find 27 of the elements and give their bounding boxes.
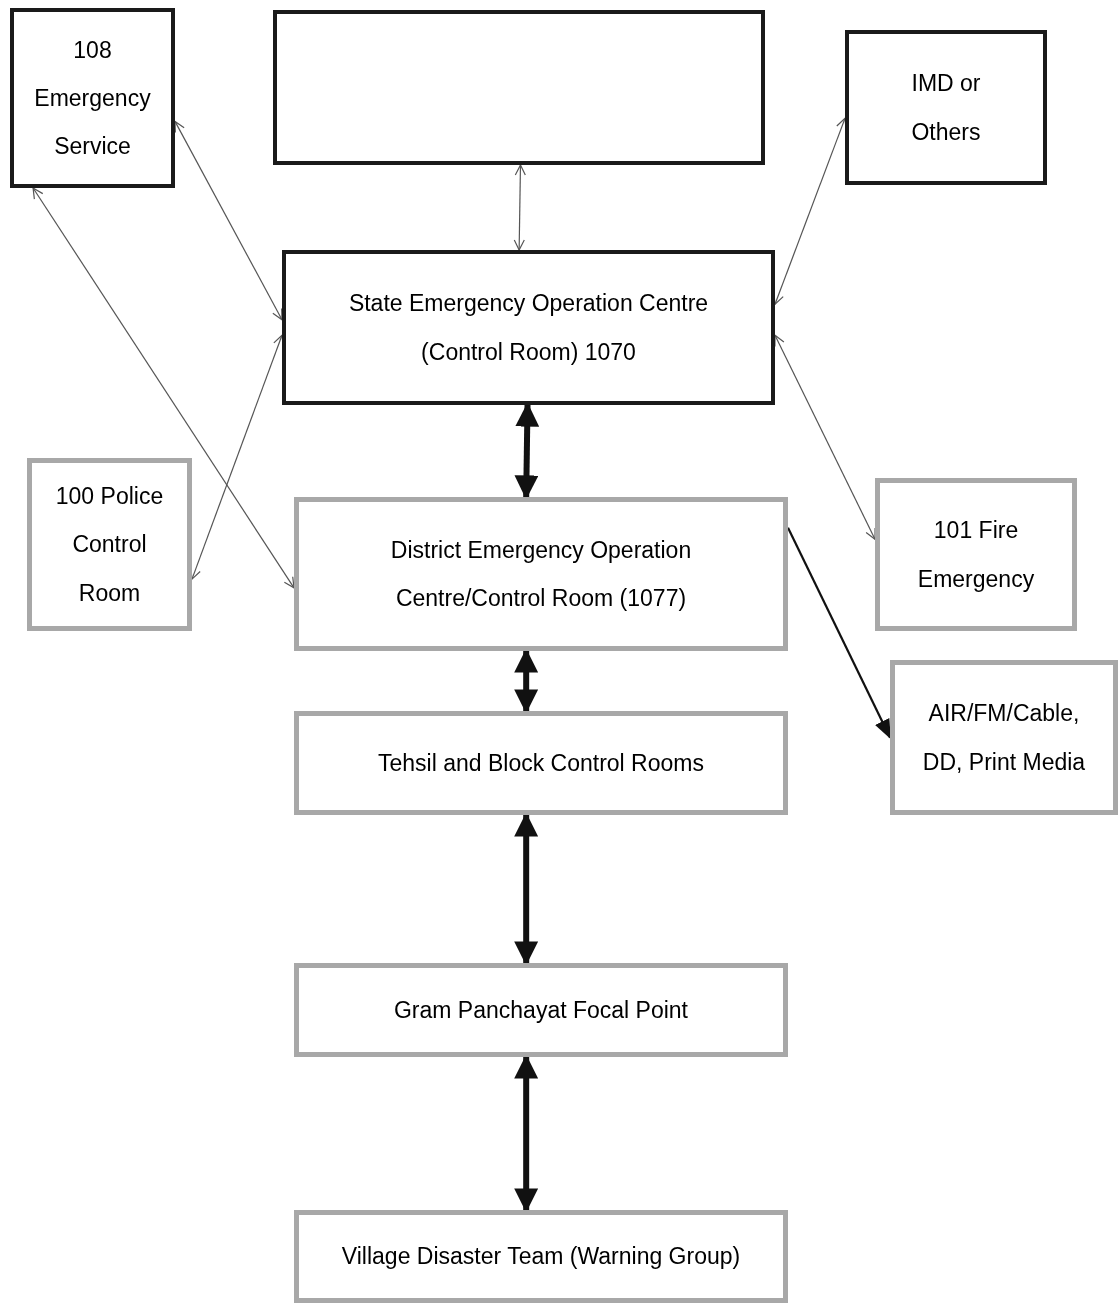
process-box <box>294 1210 788 1303</box>
process-box <box>27 458 192 631</box>
process-box <box>845 30 1047 185</box>
process-box <box>282 250 775 405</box>
process-box <box>875 478 1077 631</box>
box-label: 101 Fire Emergency <box>916 516 1036 594</box>
box-label: 108 Emergency Service <box>33 35 152 162</box>
process-box <box>10 8 175 188</box>
box-label: Gram Panchayat Focal Point <box>394 995 688 1025</box>
box-label: AIR/FM/Cable, DD, Print Media <box>921 699 1087 777</box>
double-arrow <box>190 334 284 580</box>
double-arrow <box>513 164 526 251</box>
process-box <box>890 660 1118 815</box>
process-box <box>294 711 788 815</box>
arrow <box>787 527 891 740</box>
double-arrow <box>32 187 295 589</box>
box-label: State Emergency Operation Centre (Control Room) 1070 <box>347 289 710 367</box>
box-label: IMD or Others <box>910 69 982 147</box>
box-label: 100 Police Control Room <box>54 482 165 608</box>
process-box <box>294 497 788 651</box>
empty-box <box>273 10 765 165</box>
double-arrow <box>774 334 876 540</box>
box-label: District Emergency Operation Centre/Control Room (1077) <box>389 535 693 613</box>
box-label: Village Disaster Team (Warning Group) <box>341 1242 741 1272</box>
double-arrow <box>174 120 283 321</box>
box-label: Tehsil and Block Control Rooms <box>378 748 704 778</box>
process-box <box>294 963 788 1057</box>
